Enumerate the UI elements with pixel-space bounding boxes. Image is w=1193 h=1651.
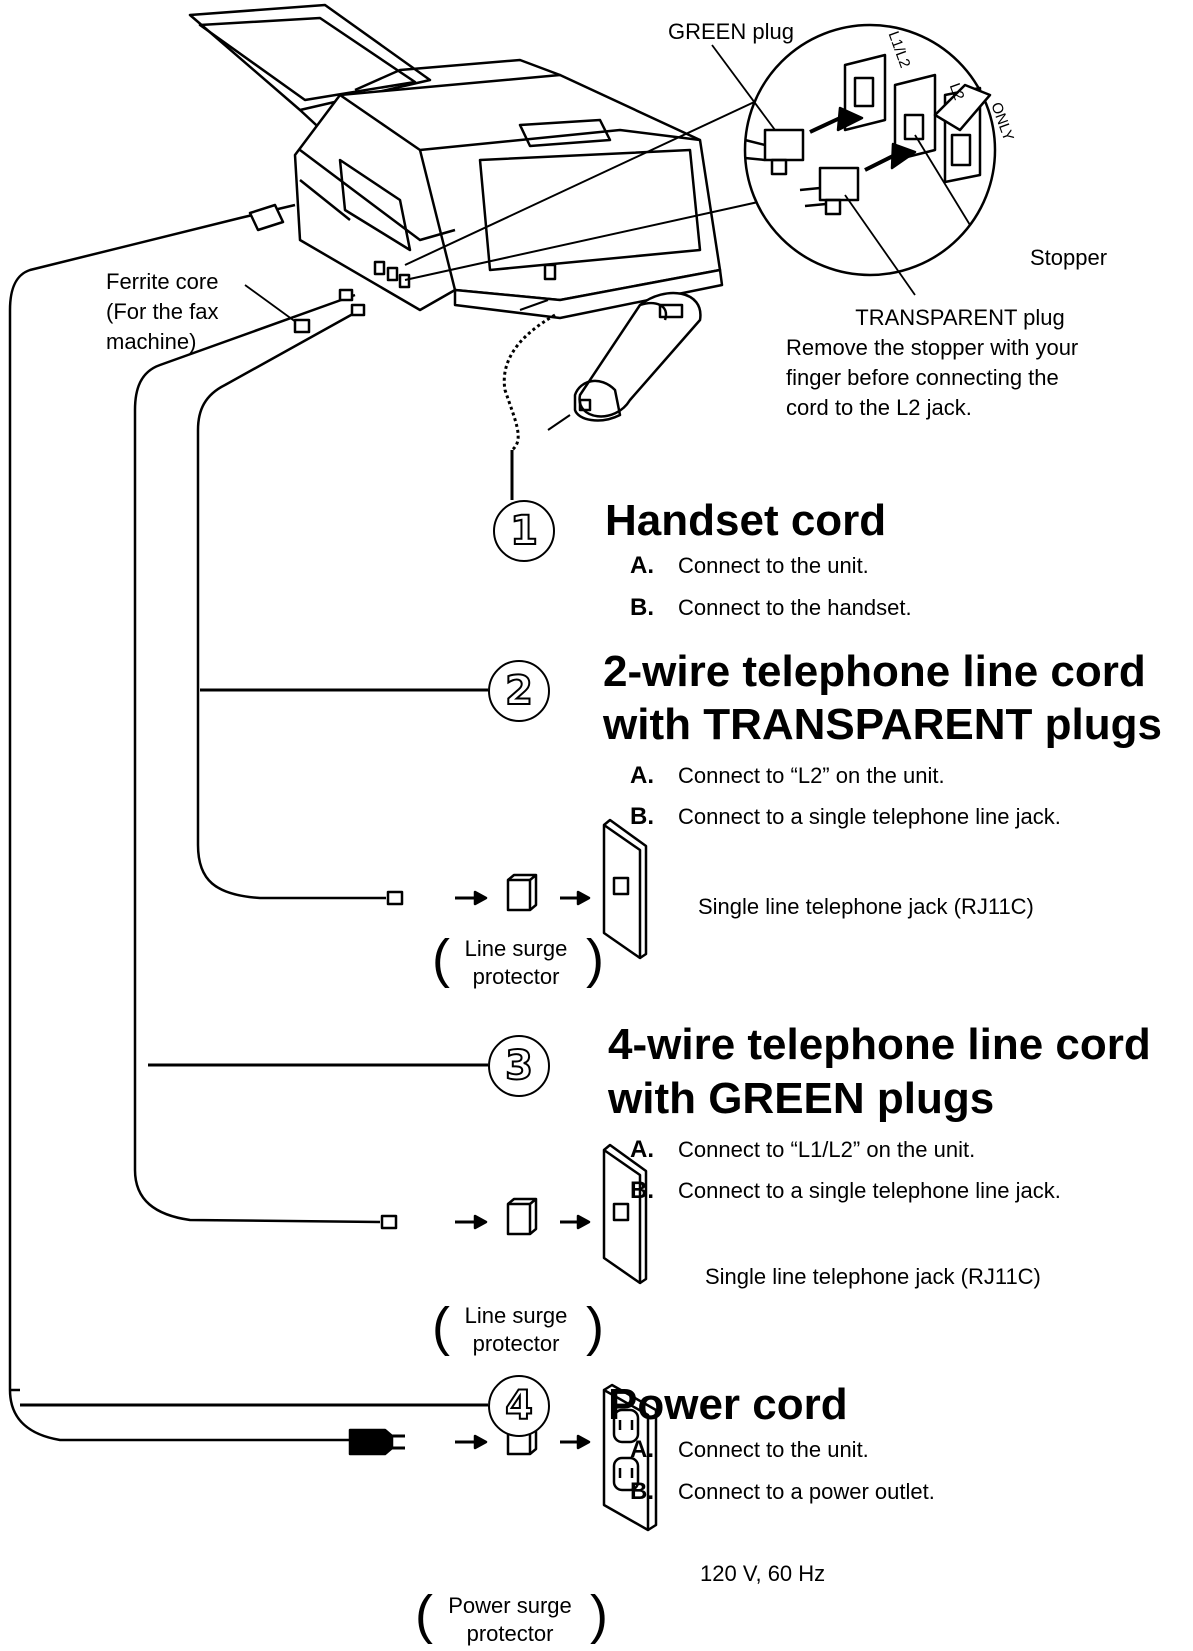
transparent-note-line-3: cord to the L2 jack.: [786, 395, 972, 420]
step-1b: B.Connect to the handset.: [630, 594, 912, 621]
row-3-hardware: [455, 1143, 648, 1285]
power-cord-title: Power cord: [608, 1380, 848, 1429]
green-plug-label: GREEN plug: [668, 19, 794, 44]
four-wire-cord-title-line1: 4-wire telephone line cord: [608, 1020, 1151, 1069]
ferrite-core-label-1: Ferrite core: [106, 269, 219, 294]
four-wire-cord-title-line2: with GREEN plugs: [608, 1074, 995, 1123]
step-2b: B.Connect to a single telephone line jac…: [630, 803, 1061, 830]
power-outlet-label: 120 V, 60 Hz: [700, 1561, 826, 1586]
step-1a: A.Connect to the unit.: [630, 552, 869, 579]
transparent-plug-label: TRANSPARENT plug: [855, 305, 1065, 330]
power-plug: [348, 1428, 405, 1456]
transparent-note-line-1: Remove the stopper with your: [786, 335, 1079, 360]
step-3a: A.Connect to “L1/L2” on the unit.: [630, 1136, 976, 1163]
transparent-note-line-2: finger before connecting the: [786, 365, 1059, 390]
telephone-jack-label-2: Single line telephone jack (RJ11C): [698, 894, 1034, 919]
step-4-badge: 4: [488, 1375, 550, 1437]
two-wire-cord-title-line1: 2-wire telephone line cord: [603, 647, 1146, 696]
step-4a: A.Connect to the unit.: [630, 1436, 869, 1463]
step-3b: B.Connect to a single telephone line jac…: [630, 1177, 1061, 1204]
telephone-jack-label-3: Single line telephone jack (RJ11C): [705, 1264, 1041, 1289]
magnified-jack-inset: [743, 23, 997, 277]
step-1-badge: 1: [493, 500, 555, 562]
step-4b: B.Connect to a power outlet.: [630, 1478, 935, 1505]
step-2a: A.Connect to “L2” on the unit.: [630, 762, 945, 789]
step-2-badge: 2: [488, 660, 550, 722]
ferrite-core-label-3: machine): [106, 329, 197, 354]
ferrite-core-label-2: (For the fax: [106, 299, 219, 324]
handset-cord-title: Handset cord: [605, 496, 887, 545]
handset-illustration: [573, 291, 702, 422]
row-2-hardware: [455, 818, 648, 960]
fax-machine-illustration: [188, 3, 724, 320]
two-wire-cord-title-line2: with TRANSPARENT plugs: [603, 700, 1162, 749]
step-3-badge: 3: [488, 1035, 550, 1097]
stopper-label: Stopper: [1030, 245, 1108, 270]
